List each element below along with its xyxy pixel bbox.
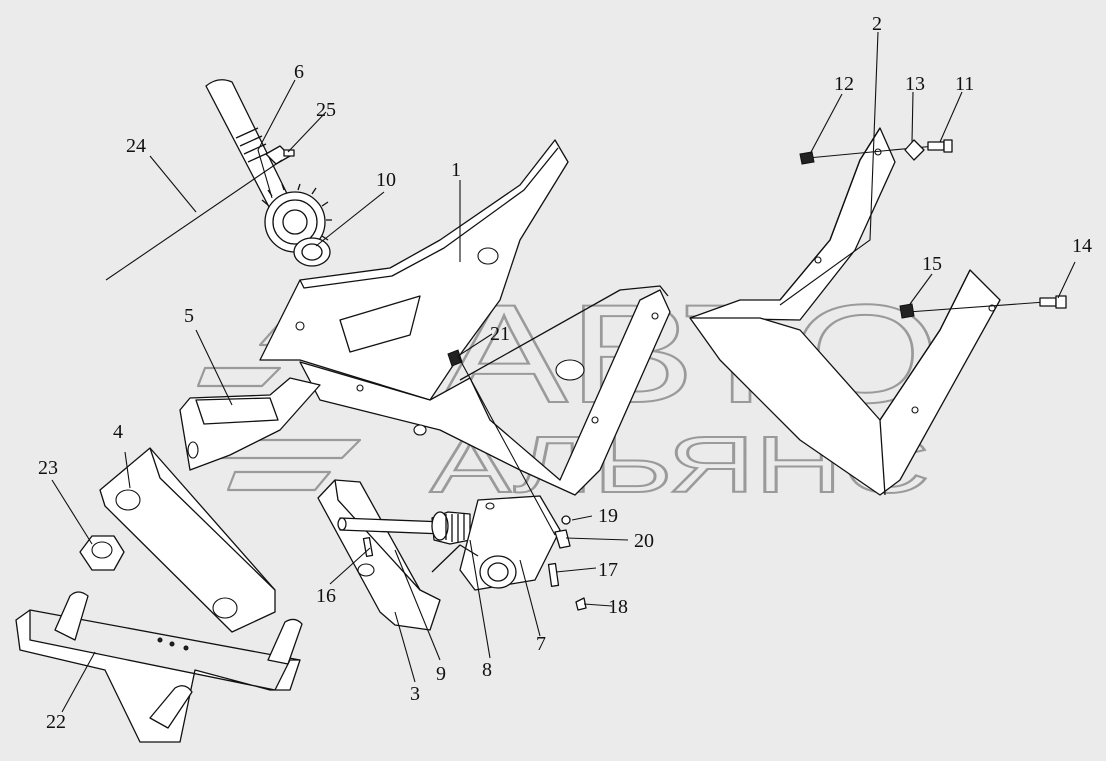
part-19-ball <box>561 515 571 525</box>
fastener-group-14-15 <box>899 295 1067 319</box>
callout-13: 13 <box>905 73 925 95</box>
part-8-splined-sleeve <box>431 511 471 545</box>
callout-24: 24 <box>126 135 146 157</box>
part-25-grease-fitting <box>265 145 295 165</box>
callout-20: 20 <box>634 530 654 552</box>
callout-23: 23 <box>38 457 58 479</box>
part-10-bushing <box>293 237 331 267</box>
fastener-group-11-12-13 <box>799 139 953 165</box>
part-2-upper-bracket <box>689 127 896 321</box>
part-22-base <box>15 591 303 743</box>
callout-10: 10 <box>376 169 396 191</box>
callout-16: 16 <box>316 585 336 607</box>
callout-labels: 1 2 3 4 5 6 7 8 9 10 11 12 13 14 15 16 1… <box>38 13 1092 733</box>
part-17-pin <box>547 562 560 587</box>
part-1-main-bracket <box>259 139 671 496</box>
part-7-lever-hub <box>431 495 561 591</box>
part-18-ball <box>575 597 587 611</box>
part-5-bracket <box>179 377 321 471</box>
callout-4: 4 <box>113 421 123 443</box>
callout-3: 3 <box>410 683 420 705</box>
callout-11: 11 <box>955 73 974 95</box>
part-21-grease-fitting <box>447 349 463 367</box>
callout-17: 17 <box>598 559 618 581</box>
callout-21: 21 <box>490 323 510 345</box>
part-3-lever-bracket <box>317 479 441 631</box>
part-4-channel <box>99 447 276 633</box>
part-6-shaft <box>205 79 332 253</box>
callout-12: 12 <box>834 73 854 95</box>
callout-25: 25 <box>316 99 336 121</box>
callout-22: 22 <box>46 711 66 733</box>
callout-15: 15 <box>922 253 942 275</box>
callout-6: 6 <box>294 61 304 83</box>
callout-9: 9 <box>436 663 446 685</box>
callout-18: 18 <box>608 596 628 618</box>
leader-lines <box>51 31 1076 713</box>
callout-14: 14 <box>1072 235 1092 257</box>
callout-7: 7 <box>536 633 546 655</box>
callout-1: 1 <box>451 159 461 181</box>
part-16-cotter-pin <box>362 536 374 558</box>
callout-2: 2 <box>872 13 882 35</box>
callout-19: 19 <box>598 505 618 527</box>
callout-5: 5 <box>184 305 194 327</box>
part-20-screw <box>554 529 571 549</box>
part-23-nut <box>79 535 125 571</box>
callout-8: 8 <box>482 659 492 681</box>
